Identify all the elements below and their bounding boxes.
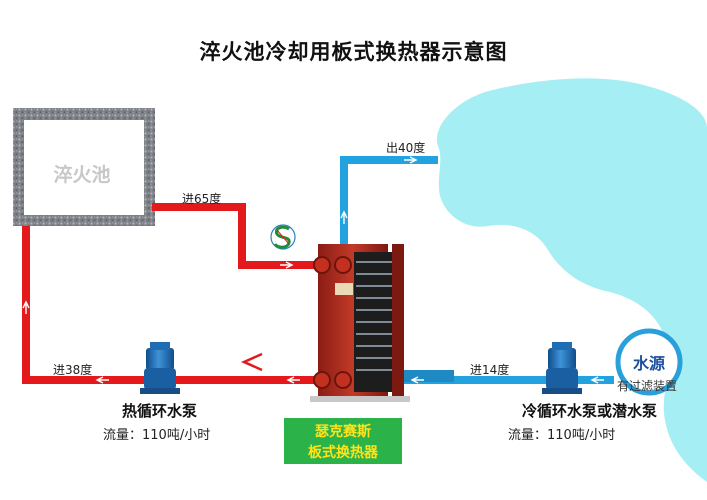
- hot-pipe-supply: [152, 203, 322, 269]
- brand-logo-icon: [270, 224, 296, 250]
- arrow-return-left-2: [286, 376, 300, 384]
- brand-name-line1: 瑟克赛斯: [315, 424, 371, 440]
- cold-pump-icon: [542, 342, 582, 394]
- cold-pump-name: 冷循环水泵或潜水泵: [522, 402, 658, 420]
- water-source-note: 有过滤装置: [617, 379, 678, 393]
- hot-pump-icon: [140, 342, 180, 394]
- cold-inlet-temp-label: 进14度: [470, 363, 510, 377]
- arrow-hot-supply: [280, 261, 294, 269]
- hot-pipe-return: [22, 226, 322, 384]
- arrow-cold-right: [404, 156, 418, 164]
- water-source-icon: [615, 328, 683, 396]
- flow-arrows: [22, 156, 604, 384]
- cold-pump-rate: 流量：110吨/小时: [508, 428, 616, 443]
- quench-pool-label: 淬火池: [53, 164, 111, 186]
- hot-pump-name: 热循环水泵: [122, 402, 198, 420]
- cold-outlet-temp-label: 出40度: [386, 141, 426, 155]
- water-source-label: 水源: [633, 354, 666, 373]
- hot-return-temp-label: 进38度: [53, 363, 93, 377]
- quench-pool-interior: [24, 120, 144, 215]
- cold-pipe-outlet: [340, 156, 438, 247]
- hot-pump-rate: 流量：110吨/小时: [103, 428, 211, 443]
- arrow-cold-left: [410, 376, 424, 384]
- arrow-cold-up: [340, 210, 348, 224]
- water-body: [436, 78, 707, 482]
- hot-inlet-temp-label: 进65度: [182, 192, 222, 206]
- arrow-source-left: [590, 376, 604, 384]
- brand-name-line2: 板式换热器: [308, 445, 378, 461]
- arrow-return-left: [95, 376, 109, 384]
- diagram-title: 淬火池冷却用板式换热器示意图: [199, 40, 508, 64]
- brand-label-box: [284, 418, 402, 464]
- plate-heat-exchanger-icon: [310, 244, 410, 402]
- arrow-return-up: [22, 300, 30, 314]
- red-flow-arrow: [240, 352, 263, 372]
